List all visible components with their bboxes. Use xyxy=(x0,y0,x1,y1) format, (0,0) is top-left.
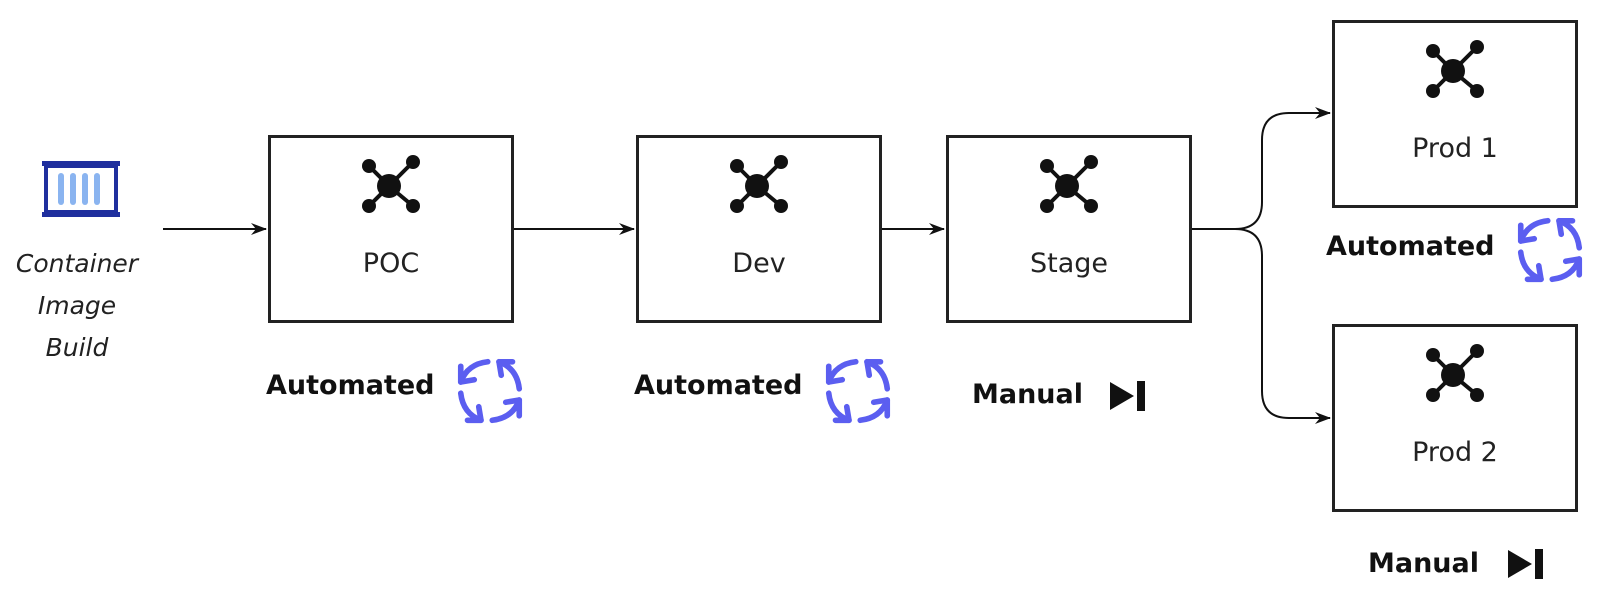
cluster-node-icon xyxy=(1040,155,1098,213)
stage-prod-2: Prod 2 xyxy=(1332,324,1578,512)
stage-label-prod-2: Prod 2 xyxy=(1412,437,1498,468)
mode-label-dev: Automated xyxy=(634,370,803,401)
mode-label-poc: Automated xyxy=(266,370,435,401)
stage-prod-1: Prod 1 xyxy=(1332,20,1578,208)
sync-icon xyxy=(1517,217,1583,283)
arrow-stage-to-prod2 xyxy=(1234,228,1331,424)
sync-icon xyxy=(457,358,523,424)
stage-label-dev: Dev xyxy=(732,248,786,279)
cluster-node-icon xyxy=(730,155,788,213)
stage-poc: POC xyxy=(268,135,514,323)
play-pause-icon xyxy=(1110,381,1145,411)
mode-label-prod-2: Manual xyxy=(1368,548,1480,579)
source-label: Container Image Build xyxy=(2,243,152,369)
stage-dev: Dev xyxy=(636,135,882,323)
mode-label-stage: Manual xyxy=(972,379,1084,410)
cluster-node-icon xyxy=(1426,40,1484,98)
stage-label-prod-1: Prod 1 xyxy=(1412,133,1498,164)
source-line-2: Image xyxy=(37,291,117,320)
cluster-node-icon xyxy=(362,155,420,213)
mode-label-prod-1: Automated xyxy=(1326,231,1495,262)
stage-label-poc: POC xyxy=(362,248,420,279)
shipping-container-icon xyxy=(42,161,120,217)
sync-icon xyxy=(825,358,891,424)
play-pause-icon xyxy=(1508,549,1543,579)
source-line-3: Build xyxy=(45,333,109,362)
source-line-1: Container xyxy=(15,249,139,278)
stage-label-stage: Stage xyxy=(1029,248,1109,279)
cluster-node-icon xyxy=(1426,344,1484,402)
stage-stage: Stage xyxy=(946,135,1192,323)
arrow-stage-to-prod1 xyxy=(1192,107,1331,230)
